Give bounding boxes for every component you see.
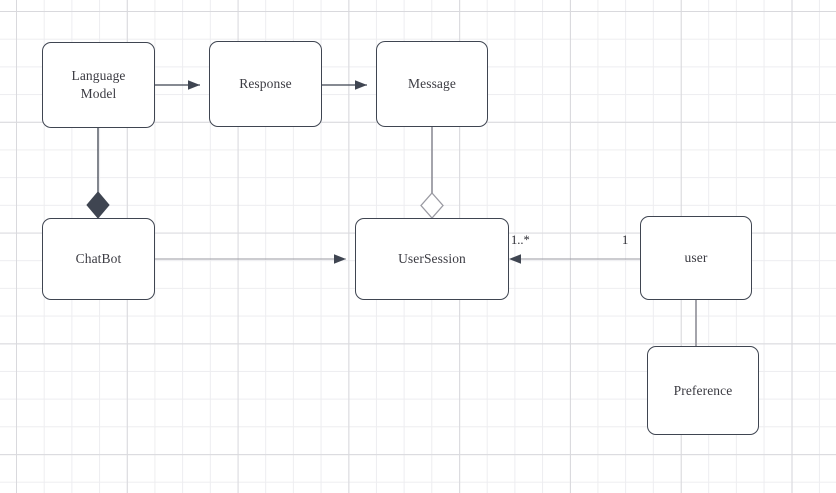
- node-label: Message: [408, 76, 456, 92]
- node-preference[interactable]: Preference: [647, 346, 759, 435]
- edge-message-usersession[interactable]: [420, 127, 444, 219]
- node-label-line-2: Model: [80, 86, 117, 101]
- edge-chatbot-usersession[interactable]: [155, 254, 346, 264]
- node-message[interactable]: Message: [376, 41, 488, 127]
- node-label: UserSession: [398, 251, 466, 267]
- edge-language-model-response[interactable]: [155, 80, 200, 90]
- filled-arrow-icon: [509, 254, 521, 264]
- node-label: ChatBot: [75, 251, 122, 267]
- edge-language-model-chatbot[interactable]: [86, 128, 110, 219]
- filled-arrow-icon: [334, 254, 346, 264]
- node-chatbot[interactable]: ChatBot: [42, 218, 155, 300]
- node-label: user: [684, 250, 708, 266]
- node-user[interactable]: user: [640, 216, 752, 300]
- node-label: Preference: [673, 382, 733, 398]
- multiplicity-label-usersession-end: 1..*: [511, 233, 530, 247]
- multiplicity-label-user-end: 1: [622, 233, 629, 247]
- node-usersession[interactable]: UserSession: [355, 218, 509, 300]
- edge-response-message[interactable]: [322, 80, 367, 90]
- node-response[interactable]: Response: [209, 41, 322, 127]
- filled-arrow-icon: [355, 80, 367, 90]
- node-language-model[interactable]: Language Model: [42, 42, 155, 128]
- edge-user-usersession[interactable]: [509, 254, 640, 264]
- filled-diamond-icon: [86, 191, 110, 219]
- node-label-line-1: Language: [71, 68, 126, 84]
- hollow-diamond-icon: [420, 192, 444, 219]
- node-label: Language Model: [71, 67, 125, 103]
- filled-arrow-icon: [188, 80, 200, 90]
- node-label: Response: [239, 76, 292, 92]
